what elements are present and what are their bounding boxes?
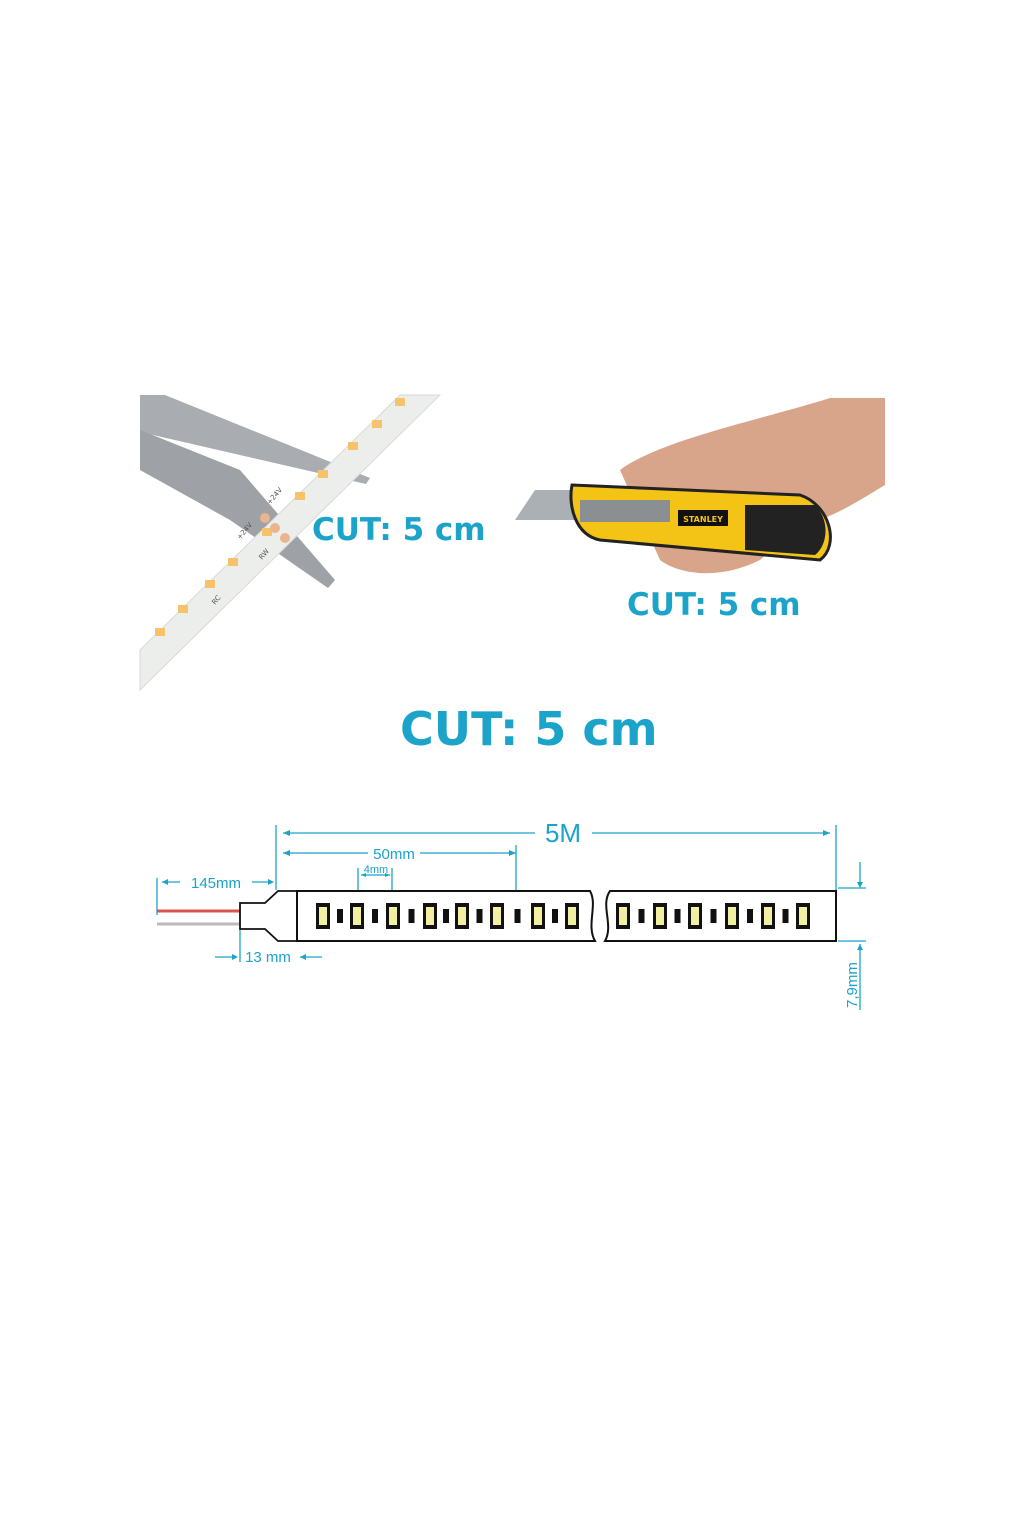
- scissor-blade-bottom: [140, 430, 335, 588]
- led-emitter: [568, 907, 576, 925]
- resistor: [372, 909, 378, 923]
- knife-photo: STANLEY: [515, 398, 885, 574]
- led-emitter: [764, 907, 772, 925]
- led-emitter: [656, 907, 664, 925]
- dimension-diagram: [156, 825, 866, 1010]
- lead-wire-label: 145mm: [191, 875, 241, 892]
- led-emitter: [389, 907, 397, 925]
- resistor: [747, 909, 753, 923]
- width-label: 7,9mm: [844, 962, 861, 1008]
- total-length-label: 5M: [545, 818, 581, 848]
- cut-interval-label: 50mm: [373, 846, 415, 863]
- connector-label: 13 mm: [245, 949, 291, 966]
- resistor: [408, 909, 415, 923]
- led-emitter: [458, 907, 466, 925]
- resistor: [337, 909, 343, 923]
- strip-leds: [155, 398, 405, 636]
- led-emitter: [353, 907, 361, 925]
- scissors-photo: +24V +24V RW RC: [139, 394, 442, 692]
- led-emitter: [493, 907, 501, 925]
- resistor: [514, 909, 521, 923]
- connector: [239, 890, 298, 942]
- led-emitter: [426, 907, 434, 925]
- headline: CUT: 5 cm: [400, 702, 658, 756]
- knife-slider: [580, 500, 670, 522]
- resistor: [638, 909, 645, 923]
- resistor: [710, 909, 717, 923]
- led-emitter: [728, 907, 736, 925]
- knife-grip: [745, 505, 826, 555]
- led-strip-photo: [139, 394, 442, 692]
- led-emitter: [799, 907, 807, 925]
- marking-24v-2: +24V: [265, 486, 284, 506]
- brand-label: STANLEY: [683, 515, 723, 524]
- solder-pads: [260, 513, 290, 543]
- led-emitter: [619, 907, 627, 925]
- strip-drawing: [157, 890, 837, 942]
- resistor: [552, 909, 558, 923]
- resistor: [782, 909, 789, 923]
- led-emitter: [691, 907, 699, 925]
- resistor: [674, 909, 681, 923]
- brand-badge: [678, 510, 728, 526]
- resistor: [476, 909, 483, 923]
- resistor: [443, 909, 449, 923]
- led-emitter: [319, 907, 327, 925]
- led-emitter: [534, 907, 542, 925]
- knife-blade: [515, 490, 575, 520]
- scissor-blade-top: [140, 395, 370, 484]
- arrowheads: [162, 830, 863, 960]
- led-pitch-label: 4mm: [364, 864, 388, 876]
- scissors-cut-caption: CUT: 5 cm: [312, 512, 486, 548]
- knife-cut-caption: CUT: 5 cm: [627, 587, 801, 623]
